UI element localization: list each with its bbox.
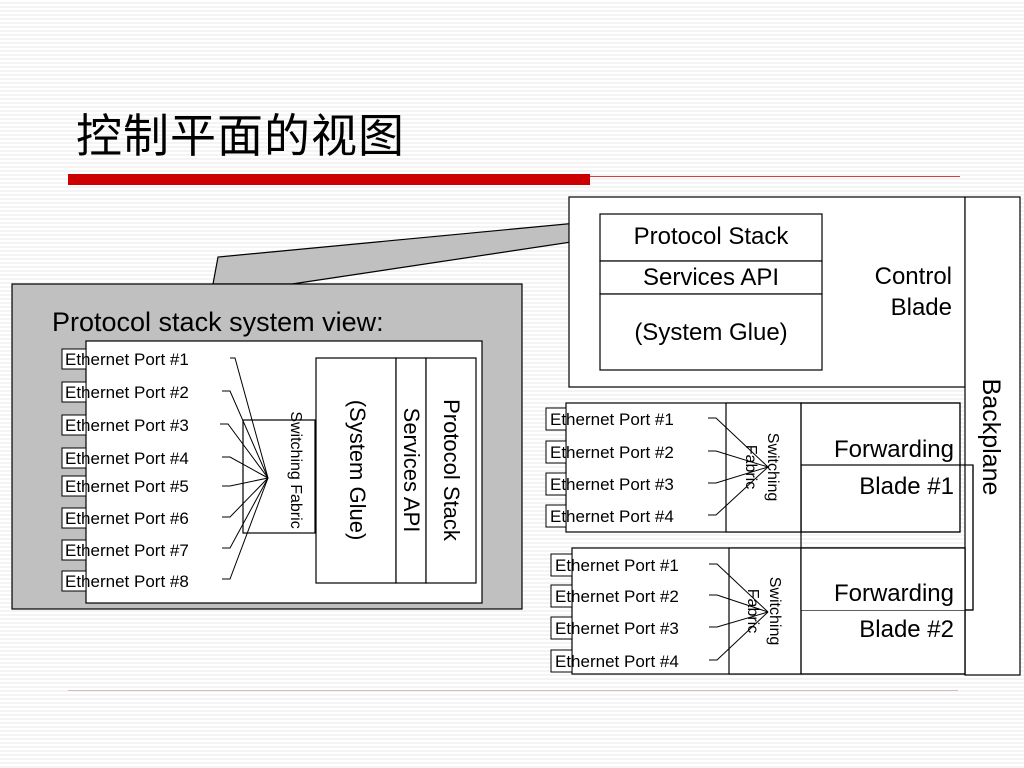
port-label: Ethernet Port #8 <box>65 572 189 591</box>
fb2-label-2: Blade #2 <box>859 616 954 643</box>
cb-stack-protocol-box <box>599 213 823 262</box>
fb1-fabric-label-1: Switching <box>764 433 781 501</box>
fb1-fabric-label-2: Fabric <box>742 445 759 489</box>
fb2-port-lines <box>709 563 769 661</box>
port-label: Ethernet Port #1 <box>550 410 674 429</box>
fb2-fabric-label-2: Fabric <box>744 589 761 633</box>
port-label: Ethernet Port #4 <box>65 449 189 468</box>
system-view-port-stubs <box>61 348 87 592</box>
forwarding-blade-2: Ethernet Port #1 Ethernet Port #2 Ethern… <box>550 465 974 675</box>
fb1-label-2: Blade #1 <box>859 473 954 500</box>
backplane-box <box>964 196 1021 676</box>
forwarding-blade-1: Ethernet Port #1 Ethernet Port #2 Ethern… <box>545 402 974 611</box>
backplane-label: Backplane <box>977 379 1005 496</box>
port-label: Ethernet Port #1 <box>65 350 189 369</box>
fb1-port-stubs <box>545 407 567 528</box>
port-label: Ethernet Port #3 <box>65 416 189 435</box>
system-view-heading: Protocol stack system view: <box>52 307 384 337</box>
control-blade-label-2: Blade <box>891 294 952 321</box>
sv-stack-protocol-label: Protocol Stack <box>439 399 464 542</box>
fb1-fabric-box <box>725 402 802 533</box>
fb1-port-lines <box>708 417 769 516</box>
footer-rule <box>68 690 958 691</box>
port-label: Ethernet Port #3 <box>550 475 674 494</box>
cb-stack-glue-label: (System Glue) <box>634 319 787 346</box>
port-label: Ethernet Port #2 <box>555 587 679 606</box>
cb-stack-api-label: Services API <box>643 264 779 291</box>
port-label: Ethernet Port #4 <box>555 652 679 671</box>
fb2-fabric-label-1: Switching <box>766 577 783 645</box>
control-blade-label-1: Control <box>875 263 952 290</box>
port-label: Ethernet Port #1 <box>555 556 679 575</box>
sv-stack-glue-label: (System Glue) <box>345 400 370 541</box>
callout-connector <box>212 220 599 285</box>
fb2-label-1: Forwarding <box>834 580 954 607</box>
sv-stack-protocol-box <box>425 357 477 584</box>
port-label: Ethernet Port #2 <box>65 383 189 402</box>
system-view-fabric-label: Switching Fabric <box>287 411 304 528</box>
system-view-port-labels: Ethernet Port #1 Ethernet Port #2 Ethern… <box>65 350 189 591</box>
system-view-fabric-box <box>242 419 316 534</box>
cb-stack-protocol-label: Protocol Stack <box>634 223 790 250</box>
system-view-port-lines <box>220 357 269 580</box>
sv-stack-glue-box <box>315 357 397 584</box>
fb1-label-1: Forwarding <box>834 436 954 463</box>
port-label: Ethernet Port #5 <box>65 477 189 496</box>
slide-title: 控制平面的视图 <box>76 109 405 163</box>
port-label: Ethernet Port #2 <box>550 443 674 462</box>
fb2-port-stubs <box>550 553 573 673</box>
title-underline-bar <box>68 174 590 185</box>
cb-stack-api-box <box>599 260 823 295</box>
cb-stack-glue-box <box>599 293 823 371</box>
port-label: Ethernet Port #6 <box>65 509 189 528</box>
port-label: Ethernet Port #7 <box>65 541 189 560</box>
sv-stack-api-label: Services API <box>399 408 424 533</box>
port-label: Ethernet Port #3 <box>555 619 679 638</box>
title-underline-thin <box>590 176 960 177</box>
port-label: Ethernet Port #4 <box>550 507 674 526</box>
